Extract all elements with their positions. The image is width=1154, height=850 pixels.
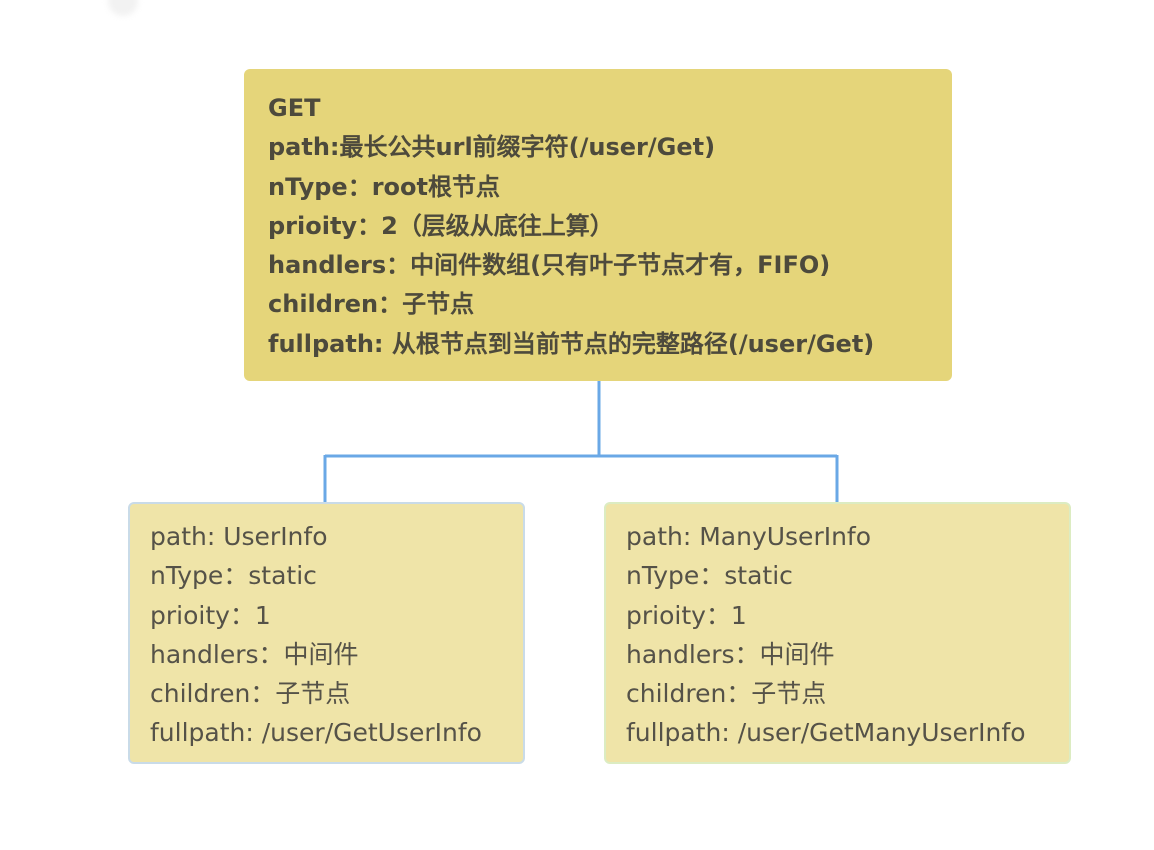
child-handlers-line: handlers：中间件: [150, 639, 359, 669]
child-handlers-line: handlers：中间件: [626, 639, 835, 669]
child-priority-line: prioity：1: [626, 600, 747, 630]
child-path-line: path: ManyUserInfo: [626, 522, 872, 551]
root-priority-line: prioity：2（层级从底往上算）: [268, 211, 614, 240]
root-handlers-line: handlers：中间件数组(只有叶子节点才有，FIFO): [268, 251, 831, 280]
child-path-line: path: UserInfo: [150, 522, 328, 551]
root-children-line: children：子节点: [268, 290, 475, 319]
root-method-label: GET: [268, 94, 321, 122]
child-ntype-line: nType：static: [150, 561, 317, 591]
child-node-manyuserinfo: path: ManyUserInfo nType：static prioity：…: [604, 502, 1071, 764]
faint-blur-mark: [108, 0, 138, 16]
child-ntype-line: nType：static: [626, 561, 793, 591]
root-fullpath-line: fullpath: 从根节点到当前节点的完整路径(/user/Get): [268, 329, 875, 358]
child-children-line: children：子节点: [150, 679, 351, 709]
child-fullpath-line: fullpath: /user/GetManyUserInfo: [626, 718, 1026, 748]
root-path-line: path:最长公共url前缀字符(/user/Get): [268, 133, 716, 162]
child-children-line: children：子节点: [626, 679, 827, 709]
root-node-get: GET path:最长公共url前缀字符(/user/Get) nType：ro…: [244, 69, 952, 381]
child-node-userinfo: path: UserInfo nType：static prioity：1 ha…: [128, 502, 525, 764]
root-ntype-line: nType：root根节点: [268, 172, 500, 201]
child-fullpath-line: fullpath: /user/GetUserInfo: [150, 718, 482, 748]
child-priority-line: prioity：1: [150, 600, 271, 630]
